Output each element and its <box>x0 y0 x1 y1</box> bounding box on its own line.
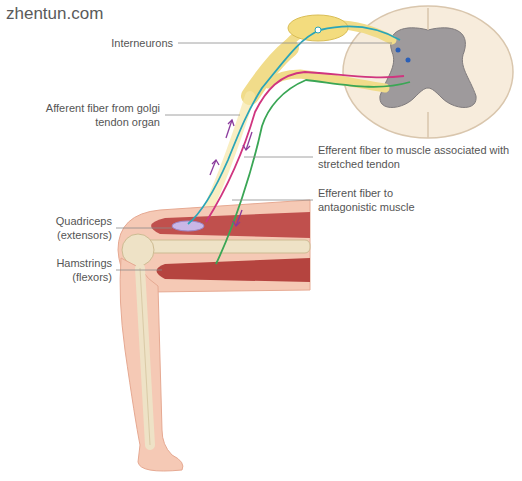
hamstring-muscle <box>157 258 311 282</box>
callout-label: Efferent fiber to muscle associated with… <box>318 143 513 171</box>
signal-arrows <box>210 120 252 226</box>
callout-label: Interneurons <box>103 36 173 50</box>
muscle-label: Hamstrings (flexors) <box>40 256 112 284</box>
efferent-fiber-hamstrings <box>216 80 410 264</box>
callout-label: Afferent fiber from golgi tendon organ <box>40 101 160 129</box>
watermark: zhentun.com <box>6 4 103 24</box>
leader-lines <box>116 43 392 270</box>
muscle-label: Quadriceps (extensors) <box>40 214 112 242</box>
femur <box>145 240 310 253</box>
callout-label: Efferent fiber to antagonistic muscle <box>318 186 438 214</box>
golgi-tendon-organ <box>172 221 204 231</box>
quadriceps-muscle <box>151 212 310 238</box>
tibia <box>140 268 150 445</box>
lower-leg <box>120 258 183 471</box>
dorsal-root-ganglion <box>288 15 348 41</box>
